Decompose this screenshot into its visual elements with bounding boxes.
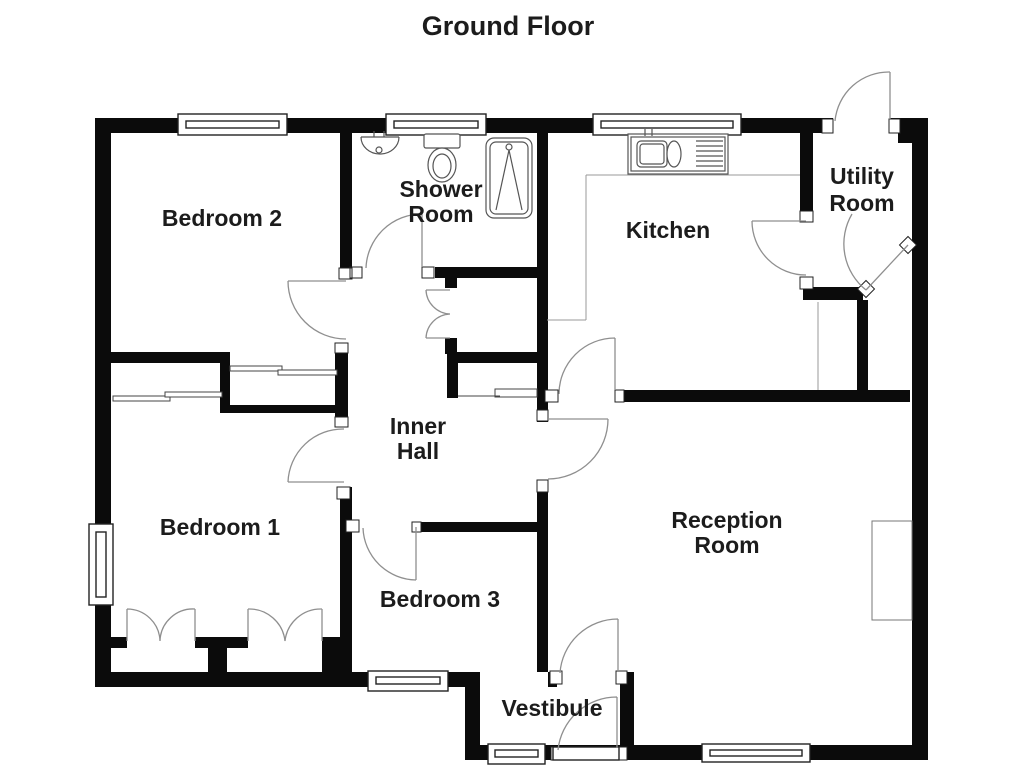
back-door-opening <box>833 118 890 133</box>
door-shower-room <box>365 213 423 269</box>
wash-basin-icon <box>360 131 400 155</box>
door-vestibule-to-reception <box>559 618 619 674</box>
wardrobe-slider <box>164 391 223 398</box>
toilet-icon <box>423 133 461 183</box>
door-utility-inner <box>843 213 909 291</box>
chimney-breast <box>871 520 913 621</box>
door-kitchen-to-utility <box>751 220 807 276</box>
front-door-threshold <box>552 746 620 761</box>
closet-double-doors <box>126 608 196 642</box>
wardrobe-slider <box>229 365 283 372</box>
door-bedroom2 <box>287 280 347 340</box>
room-label-bedroom3: Bedroom 3 <box>380 586 500 612</box>
fixtures <box>360 129 913 621</box>
hall-cupboard-slider <box>494 388 538 398</box>
front-door <box>557 696 618 751</box>
windows <box>88 113 811 765</box>
window-vestibule <box>487 743 546 765</box>
door-jambs <box>334 118 901 761</box>
kitchen-worktop-edge <box>547 174 800 321</box>
window-bedroom2 <box>177 113 288 136</box>
kitchen-sink-icon <box>627 129 729 175</box>
room-label-bedroom2: Bedroom 2 <box>162 205 282 231</box>
wardrobe-slider <box>277 369 338 376</box>
door-hall-to-reception <box>547 418 609 480</box>
room-label-vestibule: Vestibule <box>502 695 603 721</box>
window-bedroom1-side <box>88 523 114 606</box>
back-door <box>834 71 891 122</box>
door-bedroom1 <box>287 428 345 483</box>
shower-cubicle-icon <box>485 137 533 219</box>
wardrobe-slider <box>112 395 171 402</box>
door-swings <box>126 71 909 751</box>
door-bedroom3 <box>362 527 417 581</box>
room-label-bedroom1: Bedroom 1 <box>160 514 280 540</box>
room-label-kitchen: Kitchen <box>626 217 710 243</box>
vestibule-door-opening <box>557 672 620 687</box>
window-bedroom3 <box>367 670 449 692</box>
sliding-wardrobe-fronts <box>112 365 538 402</box>
wall-openings <box>557 118 890 687</box>
labels: Ground Floor Bedroom 2 Shower Room Kitch… <box>160 11 895 721</box>
closet-double-doors <box>247 608 323 642</box>
room-label-reception-line2: Room <box>694 532 759 558</box>
room-label-shower-room-line1: Shower <box>399 176 482 202</box>
cupboard-double-doors <box>425 289 451 339</box>
worktop-lines <box>547 174 819 390</box>
room-label-utility-line1: Utility <box>830 163 894 189</box>
room-label-inner-hall-line2: Hall <box>397 438 439 464</box>
room-label-utility-line2: Room <box>829 190 894 216</box>
page-title: Ground Floor <box>422 11 595 41</box>
window-shower-room <box>385 113 487 136</box>
door-kitchen <box>558 337 616 395</box>
room-label-inner-hall-line1: Inner <box>390 413 446 439</box>
window-reception <box>701 743 811 763</box>
room-label-reception-line1: Reception <box>671 507 782 533</box>
room-label-shower-room-line2: Room <box>408 201 473 227</box>
window-kitchen <box>592 113 742 136</box>
